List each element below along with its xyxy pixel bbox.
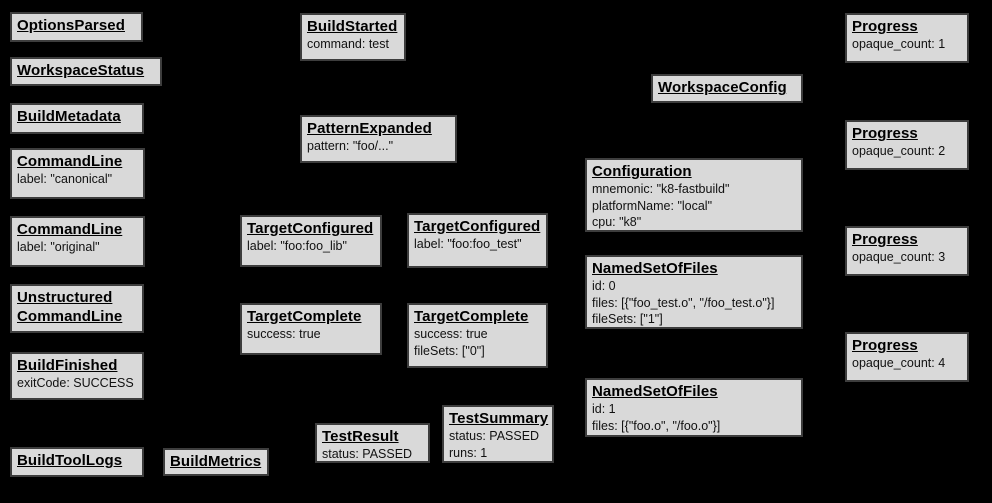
event-field: fileSets: ["1"] bbox=[592, 312, 663, 326]
event-title: NamedSetOfFiles bbox=[592, 260, 718, 277]
event-box-workspace-status: WorkspaceStatus bbox=[10, 57, 162, 86]
event-title: Configuration bbox=[592, 163, 692, 180]
event-box-build-metrics: BuildMetrics bbox=[163, 448, 269, 476]
event-field: mnemonic: "k8-fastbuild" bbox=[592, 182, 730, 196]
event-field: pattern: "foo/..." bbox=[307, 139, 394, 153]
event-title: PatternExpanded bbox=[307, 120, 432, 137]
event-box-target-configured-lib: TargetConfigured label: "foo:foo_lib" bbox=[240, 215, 382, 267]
event-field: cpu: "k8" bbox=[592, 215, 642, 229]
event-field: success: true bbox=[414, 327, 488, 341]
event-box-options-parsed: OptionsParsed bbox=[10, 12, 143, 42]
event-field: command: test bbox=[307, 37, 389, 51]
event-box-test-summary: TestSummary status: PASSED runs: 1 bbox=[442, 405, 554, 463]
event-field: status: PASSED bbox=[449, 429, 540, 443]
event-field: opaque_count: 4 bbox=[852, 356, 946, 370]
event-box-unstructured-command-line: Unstructured CommandLine bbox=[10, 284, 144, 333]
event-title: BuildMetadata bbox=[17, 108, 121, 125]
event-field: opaque_count: 1 bbox=[852, 37, 946, 51]
event-box-build-metadata: BuildMetadata bbox=[10, 103, 144, 134]
event-title: Progress bbox=[852, 337, 918, 354]
event-box-configuration: Configuration mnemonic: "k8-fastbuild" pla… bbox=[585, 158, 803, 232]
event-title: BuildFinished bbox=[17, 357, 118, 374]
event-box-target-complete-test: TargetComplete success: true fileSets: ["0… bbox=[407, 303, 548, 368]
event-box-build-finished: BuildFinished exitCode: SUCCESS bbox=[10, 352, 144, 400]
event-title: OptionsParsed bbox=[17, 17, 125, 34]
event-field: opaque_count: 2 bbox=[852, 144, 946, 158]
event-box-named-set-of-files-1: NamedSetOfFiles id: 1 files: [{"foo.o", "/… bbox=[585, 378, 803, 437]
event-field: id: 0 bbox=[592, 279, 616, 293]
event-field: files: [{"foo_test.o", "/foo_test.o"}] bbox=[592, 295, 775, 310]
event-field: id: 1 bbox=[592, 402, 616, 416]
event-box-progress-1: Progress opaque_count: 1 bbox=[845, 13, 969, 63]
event-box-pattern-expanded: PatternExpanded pattern: "foo/..." bbox=[300, 115, 457, 163]
event-box-build-tool-logs: BuildToolLogs bbox=[10, 447, 144, 477]
event-title: Progress bbox=[852, 125, 918, 142]
event-field: platformName: "local" bbox=[592, 198, 713, 213]
event-field: label: "foo:foo_lib" bbox=[247, 239, 347, 253]
event-title: Progress bbox=[852, 18, 918, 35]
event-title: BuildToolLogs bbox=[17, 452, 123, 469]
event-title: BuildMetrics bbox=[170, 453, 262, 470]
event-box-progress-4: Progress opaque_count: 4 bbox=[845, 332, 969, 382]
event-box-progress-3: Progress opaque_count: 3 bbox=[845, 226, 969, 276]
event-field: status: PASSED bbox=[322, 447, 413, 461]
event-title: TestResult bbox=[322, 428, 399, 445]
event-title: TestSummary bbox=[449, 410, 549, 427]
event-title: CommandLine bbox=[17, 221, 123, 238]
event-title: BuildStarted bbox=[307, 18, 398, 35]
event-box-build-started: BuildStarted command: test bbox=[300, 13, 406, 61]
event-field: fileSets: ["0"] bbox=[414, 343, 485, 358]
event-box-target-complete-lib: TargetComplete success: true bbox=[240, 303, 382, 355]
event-box-workspace-config: WorkspaceConfig bbox=[651, 74, 803, 103]
event-box-named-set-of-files-0: NamedSetOfFiles id: 0 files: [{"foo_test.o… bbox=[585, 255, 803, 329]
event-title: Progress bbox=[852, 231, 918, 248]
event-field: label: "original" bbox=[17, 240, 100, 254]
event-field: opaque_count: 3 bbox=[852, 250, 946, 264]
event-title: TargetComplete bbox=[247, 308, 362, 325]
event-field: exitCode: SUCCESS bbox=[17, 376, 134, 390]
event-box-command-line-original: CommandLine label: "original" bbox=[10, 216, 145, 267]
event-title: TargetComplete bbox=[414, 308, 529, 325]
event-box-target-configured-test: TargetConfigured label: "foo:foo_test" bbox=[407, 213, 548, 268]
event-title: TargetConfigured bbox=[414, 218, 541, 235]
event-title: WorkspaceStatus bbox=[17, 62, 145, 79]
event-title: TargetConfigured bbox=[247, 220, 374, 237]
event-title: NamedSetOfFiles bbox=[592, 383, 718, 400]
event-field: files: [{"foo.o", "/foo.o"}] bbox=[592, 418, 721, 433]
event-box-command-line-canonical: CommandLine label: "canonical" bbox=[10, 148, 145, 199]
event-title: WorkspaceConfig bbox=[658, 79, 787, 96]
event-field: success: true bbox=[247, 327, 321, 341]
event-field: label: "foo:foo_test" bbox=[414, 237, 522, 251]
event-field: label: "canonical" bbox=[17, 172, 113, 186]
event-title: CommandLine bbox=[17, 153, 123, 170]
event-title: Unstructured CommandLine bbox=[17, 289, 123, 325]
event-box-test-result: TestResult status: PASSED bbox=[315, 423, 430, 463]
event-box-progress-2: Progress opaque_count: 2 bbox=[845, 120, 969, 170]
event-field: runs: 1 bbox=[449, 445, 488, 460]
